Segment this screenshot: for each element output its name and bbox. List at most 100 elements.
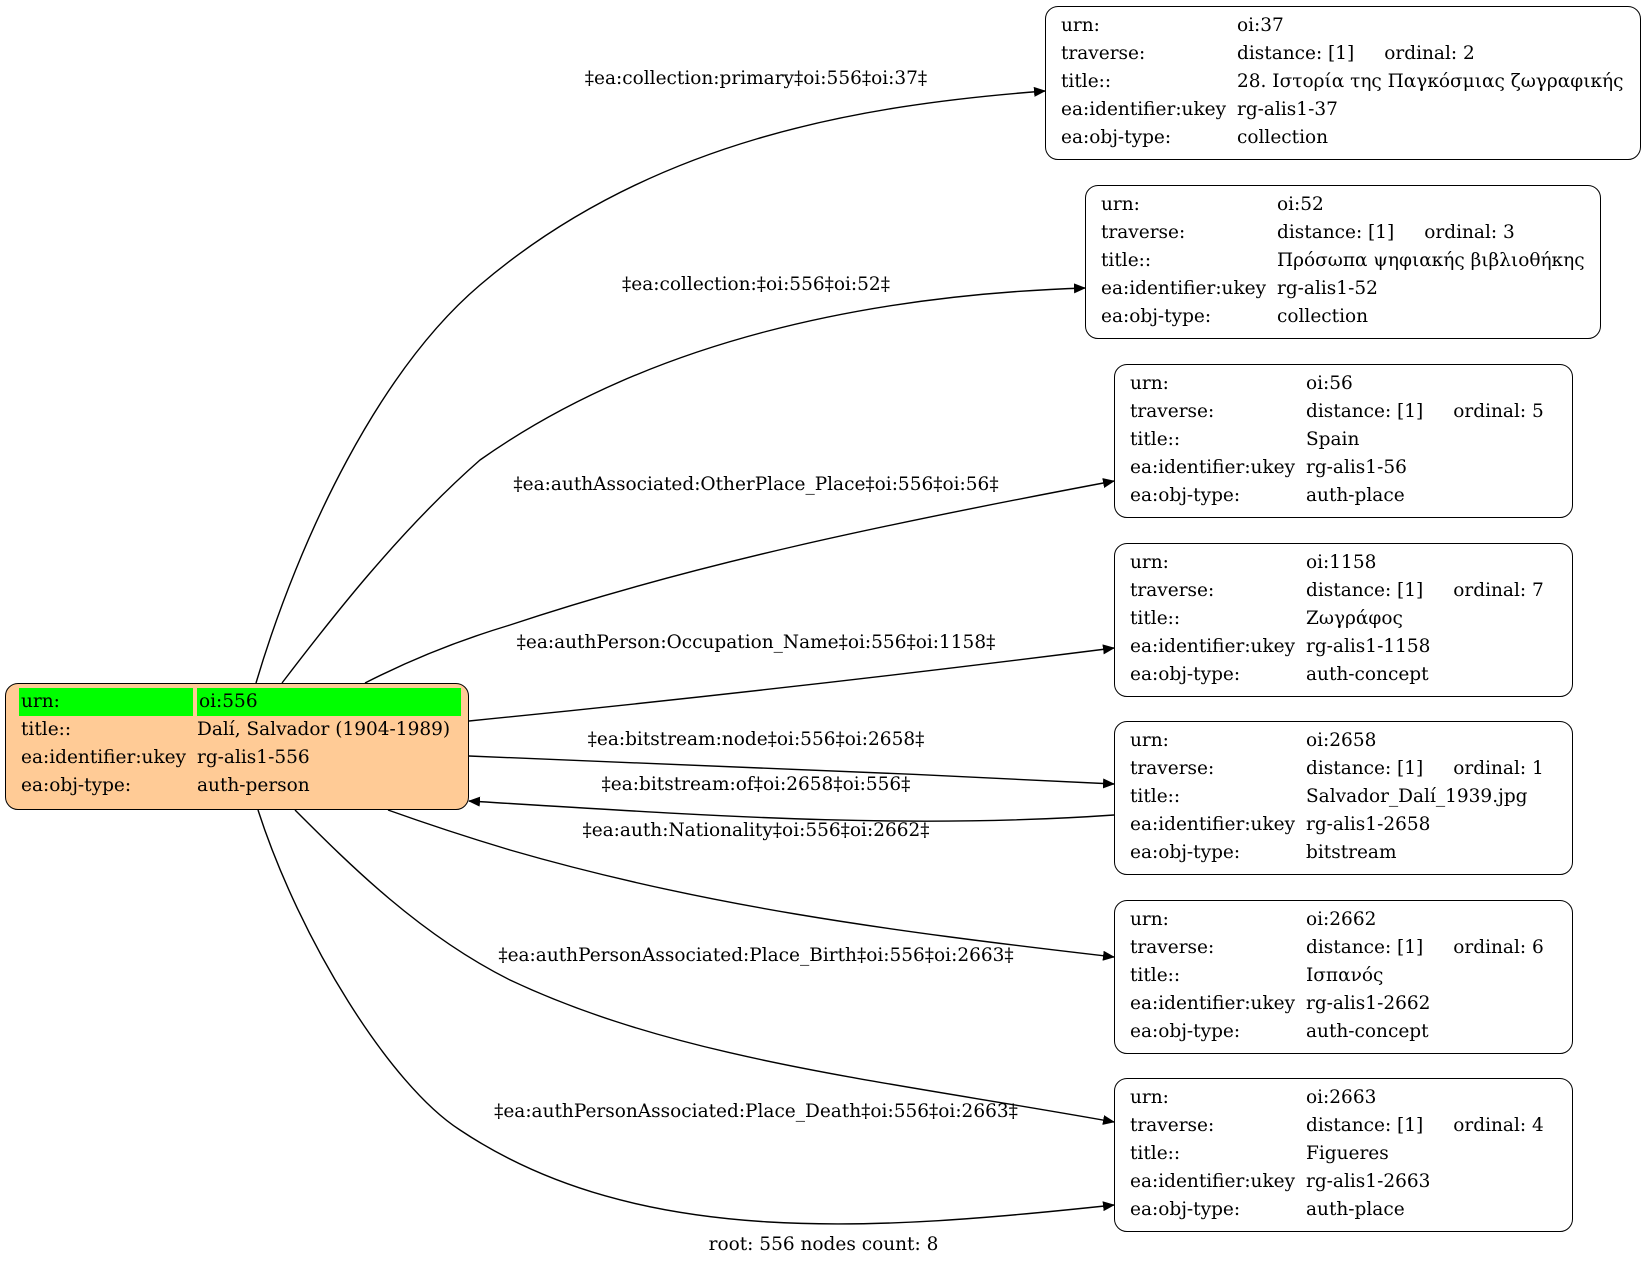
title-value: Salvador_Dalí_1939.jpg [1306,786,1528,807]
edge-6 [387,809,1115,961]
root-title-key: title:: [21,719,72,740]
title-key: title:: [1130,429,1181,450]
ordinal-value: ordinal: 6 [1453,937,1544,958]
node-oi-37[interactable]: urn: oi:37 traverse: distance: [1] ordinal:… [1045,6,1641,160]
title-key: title:: [1061,71,1112,92]
traverse-key: traverse: [1130,937,1215,958]
title-value: Spain [1306,429,1360,450]
root-row-title: title:: Dalí, Salvador (1904-1989) [19,716,454,744]
node-oi-1158[interactable]: urn: oi:1158 traverse: distance: [1] ordina… [1114,543,1573,697]
urn-key: urn: [1130,909,1169,930]
ukey-value: rg-alis1-37 [1237,99,1338,120]
ukey-value: rg-alis1-2663 [1306,1171,1431,1192]
edge-3 [468,644,1115,722]
distance-value: distance: [1] [1306,758,1424,779]
obj-type-value: auth-place [1306,485,1405,506]
ordinal-value: ordinal: 2 [1384,43,1475,64]
root-ukey-key: ea:identifier:ukey [21,747,187,768]
ukey-key: ea:identifier:ukey [1130,814,1296,835]
traverse-key: traverse: [1061,43,1146,64]
title-key: title:: [1130,965,1181,986]
title-value: Πρόσωπα ψηφιακής βιβλιοθήκης [1277,250,1585,271]
obj-type-value: auth-place [1306,1199,1405,1220]
ukey-key: ea:identifier:ukey [1130,1171,1296,1192]
urn-key: urn: [1130,1087,1169,1108]
edges [255,86,1115,1225]
edge-5 [468,796,1115,822]
root-obj-type-key: ea:obj-type: [21,775,132,796]
obj-type-key: ea:obj-type: [1130,1199,1241,1220]
edge-7 [294,809,1115,1125]
traverse-key: traverse: [1130,401,1215,422]
obj-type-key: ea:obj-type: [1061,127,1172,148]
edge-2 [364,478,1115,684]
obj-type-key: ea:obj-type: [1130,485,1241,506]
root-title-value: Dalí, Salvador (1904-1989) [197,719,451,740]
root-obj-type-value: auth-person [197,775,310,796]
edge-label-0: ‡ea:collection:primary‡oi:556‡oi:37‡ [585,68,927,89]
urn-key: urn: [1130,730,1169,751]
root-urn-key: urn: [19,688,193,716]
node-oi-2662[interactable]: urn:oi:2662 traverse:distance: [1]ordina… [1114,900,1573,1054]
traverse-key: traverse: [1101,222,1186,243]
edge-8 [257,809,1115,1225]
ukey-value: rg-alis1-56 [1306,457,1407,478]
ukey-key: ea:identifier:ukey [1130,993,1296,1014]
edge-1 [281,283,1086,684]
traverse-key: traverse: [1130,758,1215,779]
title-key: title:: [1130,1143,1181,1164]
edge-labels: ‡ea:collection:primary‡oi:556‡oi:37‡ ‡ea:… [494,68,1018,1122]
ordinal-value: ordinal: 7 [1453,580,1544,601]
node-oi-2663[interactable]: urn:oi:2663 traverse:distance: [1]ordina… [1114,1078,1573,1232]
urn-value: oi:52 [1277,194,1324,215]
title-value: Figueres [1306,1143,1389,1164]
traverse-key: traverse: [1130,580,1215,601]
obj-type-value: auth-concept [1306,664,1429,685]
root-row-obj-type: ea:obj-type: auth-person [19,772,454,800]
urn-value: oi:37 [1237,15,1284,36]
obj-type-value: bitstream [1306,842,1397,863]
distance-value: distance: [1] [1306,937,1424,958]
urn-key: urn: [1101,194,1140,215]
ordinal-value: ordinal: 3 [1424,222,1515,243]
title-key: title:: [1130,608,1181,629]
urn-value: oi:1158 [1306,552,1377,573]
root-ukey-value: rg-alis1-556 [197,747,310,768]
urn-key: urn: [1130,552,1169,573]
edge-label-6: ‡ea:auth:Nationality‡oi:556‡oi:2662‡ [582,820,929,841]
edge-label-3: ‡ea:authPerson:Occupation_Name‡oi:556‡oi… [517,632,996,653]
ordinal-value: ordinal: 5 [1453,401,1544,422]
distance-value: distance: [1] [1237,43,1355,64]
obj-type-value: auth-concept [1306,1021,1429,1042]
traverse-key: traverse: [1130,1115,1215,1136]
title-value: Ισπανός [1306,965,1384,986]
obj-type-key: ea:obj-type: [1130,1021,1241,1042]
root-row-ukey: ea:identifier:ukey rg-alis1-556 [19,744,454,772]
edge-label-2: ‡ea:authAssociated:OtherPlace_Place‡oi:5… [513,474,998,495]
distance-value: distance: [1] [1306,401,1424,422]
obj-type-key: ea:obj-type: [1101,306,1212,327]
obj-type-value: collection [1277,306,1369,327]
ukey-value: rg-alis1-1158 [1306,636,1431,657]
title-value: Ζωγράφος [1306,608,1403,629]
urn-value: oi:2663 [1306,1087,1377,1108]
node-oi-52[interactable]: urn:oi:52 traverse:distance: [1]ordinal:… [1085,185,1601,339]
ordinal-value: ordinal: 4 [1453,1115,1544,1136]
root-row-urn: urn: oi:556 [19,688,461,716]
graph-footer: root: 556 nodes count: 8 [708,1234,939,1255]
distance-value: distance: [1] [1306,580,1424,601]
obj-type-key: ea:obj-type: [1130,664,1241,685]
edge-label-4: ‡ea:bitstream:node‡oi:556‡oi:2658‡ [588,729,925,750]
edge-label-8: ‡ea:authPersonAssociated:Place_Death‡oi:… [494,1101,1018,1122]
ukey-key: ea:identifier:ukey [1061,99,1227,120]
ukey-key: ea:identifier:ukey [1130,457,1296,478]
edge-label-1: ‡ea:collection:‡oi:556‡oi:52‡ [622,274,890,295]
root-node[interactable]: urn: oi:556 title:: Dalí, Salvador (1904… [5,683,469,810]
ukey-value: rg-alis1-2662 [1306,993,1431,1014]
urn-key: urn: [1061,15,1100,36]
node-oi-56[interactable]: urn:oi:56 traverse:distance: [1]ordinal:… [1114,364,1573,518]
node-oi-2658[interactable]: urn:oi:2658 traverse:distance: [1]ordina… [1114,721,1573,875]
edge-0 [255,86,1046,684]
urn-value: oi:56 [1306,373,1353,394]
